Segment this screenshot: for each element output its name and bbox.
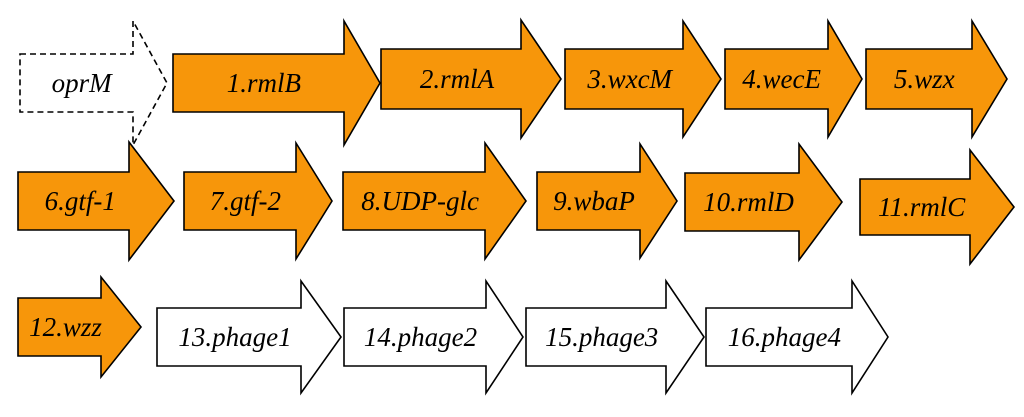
gene-label: 13.phage1 — [178, 322, 291, 352]
gene-arrow-4-wece: 4.wecE — [724, 18, 863, 140]
gene-label: 7.gtf-2 — [210, 186, 281, 216]
gene-arrow-5-wzx: 5.wzx — [865, 18, 1008, 140]
gene-arrow-14-phage2: 14.phage2 — [343, 278, 524, 396]
gene-arrow-shape — [536, 141, 678, 261]
gene-arrow-15-phage3: 15.phage3 — [525, 278, 705, 396]
gene-arrow-12-wzz: 12.wzz — [17, 274, 143, 380]
gene-label: 11.rmlC — [878, 192, 966, 222]
gene-label: 8.UDP-glc — [361, 186, 479, 216]
gene-arrow-oprm: oprM — [19, 20, 168, 146]
gene-arrow-shape — [525, 278, 705, 396]
gene-arrow-1-rmlb: 1.rmlB — [172, 18, 381, 148]
gene-arrow-8-udp-glc: 8.UDP-glc — [342, 140, 527, 262]
gene-label: 10.rmlD — [703, 187, 794, 217]
gene-arrow-shape — [859, 147, 1016, 267]
gene-arrow-shape — [380, 17, 562, 141]
gene-arrow-shape — [705, 278, 889, 396]
gene-arrow-shape — [564, 18, 722, 140]
gene-arrow-11-rmlc: 11.rmlC — [859, 147, 1016, 267]
gene-arrow-13-phage1: 13.phage1 — [156, 278, 342, 396]
gene-label: 9.wbaP — [553, 186, 635, 216]
gene-label: 14.phage2 — [364, 322, 477, 352]
gene-arrow-7-gtf-2: 7.gtf-2 — [183, 140, 333, 262]
gene-arrow-shape — [343, 278, 524, 396]
gene-label: 6.gtf-1 — [45, 186, 116, 216]
gene-arrow-10-rmld: 10.rmlD — [684, 141, 843, 263]
gene-label: 4.wecE — [742, 64, 821, 94]
gene-arrow-9-wbap: 9.wbaP — [536, 141, 678, 261]
gene-label: 2.rmlA — [420, 64, 495, 94]
gene-arrow-shape — [19, 20, 168, 146]
gene-label: 5.wzx — [894, 64, 955, 94]
gene-label: 3.wxcM — [586, 64, 673, 94]
gene-arrow-3-wxcm: 3.wxcM — [564, 18, 722, 140]
gene-arrow-shape — [684, 141, 843, 263]
gene-arrow-shape — [17, 274, 143, 380]
gene-arrow-shape — [156, 278, 342, 396]
gene-arrow-shape — [17, 139, 176, 263]
gene-label: 15.phage3 — [545, 322, 658, 352]
gene-arrow-2-rmla: 2.rmlA — [380, 17, 562, 141]
gene-arrow-shape — [865, 18, 1008, 140]
gene-arrow-shape — [172, 18, 381, 148]
gene-arrow-6-gtf-1: 6.gtf-1 — [17, 139, 176, 263]
gene-label: oprM — [52, 68, 114, 98]
gene-arrow-16-phage4: 16.phage4 — [705, 278, 889, 396]
gene-arrow-shape — [342, 140, 527, 262]
gene-label: 12.wzz — [29, 312, 102, 342]
gene-label: 1.rmlB — [227, 68, 301, 98]
gene-arrow-shape — [724, 18, 863, 140]
gene-label: 16.phage4 — [728, 322, 841, 352]
gene-arrow-shape — [183, 140, 333, 262]
